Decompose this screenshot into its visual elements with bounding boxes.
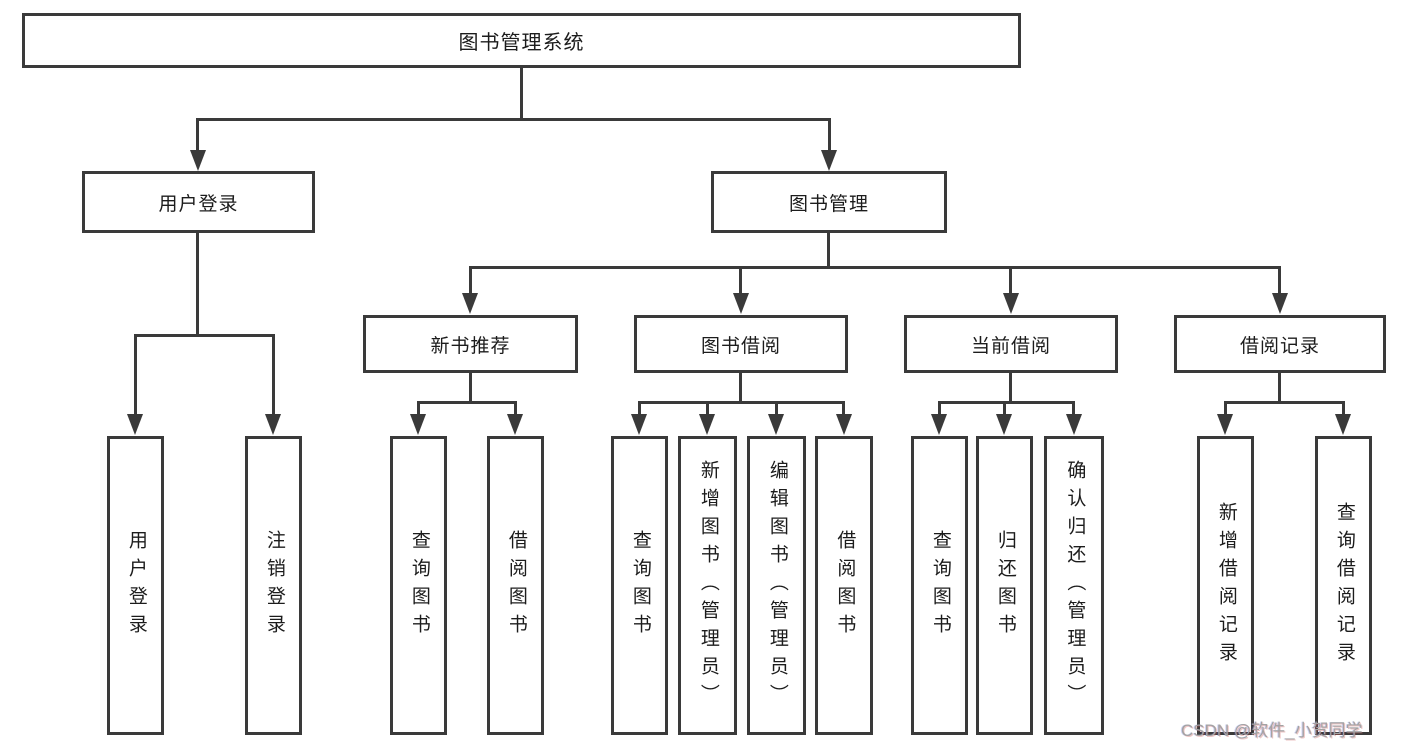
arrowhead bbox=[631, 414, 647, 435]
connector-drop-borrow-records bbox=[1278, 266, 1281, 296]
leaf-confirm-return-admin: 确认归还（管理员） bbox=[1044, 436, 1104, 735]
arrowhead bbox=[507, 414, 523, 435]
connector-groupC-splitter bbox=[938, 401, 1075, 404]
connector-groupB-stem bbox=[739, 373, 742, 404]
connector-groupC-drop2 bbox=[1003, 401, 1006, 415]
leaf-borrow-books-b-label: 借阅图书 bbox=[834, 529, 856, 642]
arrowhead bbox=[996, 414, 1012, 435]
arrowhead bbox=[821, 150, 837, 171]
connector-groupB-splitter bbox=[638, 401, 845, 404]
connector-groupC-drop1 bbox=[938, 401, 941, 415]
leaf-user-login: 用户登录 bbox=[107, 436, 164, 735]
leaf-query-books-a-label: 查询图书 bbox=[408, 529, 430, 642]
leaf-add-borrow-record: 新增借阅记录 bbox=[1197, 436, 1254, 735]
node-current-borrow: 当前借阅 bbox=[904, 315, 1118, 373]
arrowhead bbox=[127, 414, 143, 435]
connector-drop-leaf-user-login bbox=[134, 334, 137, 416]
arrowhead bbox=[462, 293, 478, 314]
arrowhead bbox=[1066, 414, 1082, 435]
connector-groupA-drop2 bbox=[514, 401, 517, 415]
node-book-borrow: 图书借阅 bbox=[634, 315, 848, 373]
leaf-borrow-books-a-label: 借阅图书 bbox=[505, 529, 527, 642]
leaf-edit-book-admin: 编辑图书（管理员） bbox=[747, 436, 806, 735]
node-book-management-label: 图书管理 bbox=[788, 193, 869, 215]
node-book-management: 图书管理 bbox=[711, 171, 947, 233]
leaf-user-login-label: 用户登录 bbox=[125, 529, 147, 642]
node-new-book-recommend: 新书推荐 bbox=[363, 315, 578, 373]
arrowhead bbox=[836, 414, 852, 435]
leaf-confirm-return-admin-label: 确认归还（管理员） bbox=[1064, 459, 1086, 712]
arrowhead bbox=[733, 293, 749, 314]
leaf-return-book-label: 归还图书 bbox=[994, 529, 1016, 642]
connector-groupD-drop2 bbox=[1342, 401, 1345, 415]
arrowhead bbox=[931, 414, 947, 435]
connector-groupD-drop1 bbox=[1224, 401, 1227, 415]
leaf-query-books-a: 查询图书 bbox=[390, 436, 447, 735]
leaf-query-books-c: 查询图书 bbox=[911, 436, 968, 735]
arrowhead bbox=[1272, 293, 1288, 314]
connector-management-stem bbox=[827, 233, 830, 269]
node-user-login-label: 用户登录 bbox=[158, 193, 239, 215]
arrowhead bbox=[1217, 414, 1233, 435]
connector-groupB-drop2 bbox=[706, 401, 709, 415]
leaf-query-books-c-label: 查询图书 bbox=[929, 529, 951, 642]
connector-groupB-drop4 bbox=[842, 401, 845, 415]
watermark: CSDN @软件_小贺同学 bbox=[1181, 721, 1363, 740]
leaf-borrow-books-a: 借阅图书 bbox=[487, 436, 544, 735]
arrowhead bbox=[768, 414, 784, 435]
arrowhead bbox=[265, 414, 281, 435]
connector-drop-current-borrow bbox=[1009, 266, 1012, 296]
arrowhead bbox=[410, 414, 426, 435]
node-root-label: 图书管理系统 bbox=[458, 32, 585, 54]
connector-groupA-stem bbox=[469, 373, 472, 404]
node-root: 图书管理系统 bbox=[22, 13, 1021, 68]
node-current-borrow-label: 当前借阅 bbox=[970, 335, 1051, 357]
leaf-add-book-admin-label: 新增图书（管理员） bbox=[697, 459, 719, 712]
leaf-query-borrow-record-label: 查询借阅记录 bbox=[1333, 501, 1355, 670]
connector-groupA-splitter bbox=[417, 401, 517, 404]
connector-drop-management bbox=[828, 118, 831, 152]
leaf-query-books-b-label: 查询图书 bbox=[629, 529, 651, 642]
leaf-add-borrow-record-label: 新增借阅记录 bbox=[1215, 501, 1237, 670]
leaf-query-borrow-record: 查询借阅记录 bbox=[1315, 436, 1372, 735]
connector-drop-leaf-logout bbox=[272, 334, 275, 416]
connector-drop-new-book bbox=[469, 266, 472, 296]
connector-login-stem bbox=[196, 233, 199, 337]
connector-drop-book-borrow bbox=[739, 266, 742, 296]
node-borrow-records: 借阅记录 bbox=[1174, 315, 1386, 373]
leaf-return-book: 归还图书 bbox=[976, 436, 1033, 735]
connector-groupB-drop1 bbox=[638, 401, 641, 415]
arrowhead bbox=[699, 414, 715, 435]
node-book-borrow-label: 图书借阅 bbox=[700, 335, 781, 357]
leaf-edit-book-admin-label: 编辑图书（管理员） bbox=[766, 459, 788, 712]
connector-groupD-splitter bbox=[1224, 401, 1345, 404]
leaf-logout: 注销登录 bbox=[245, 436, 302, 735]
leaf-borrow-books-b: 借阅图书 bbox=[815, 436, 873, 735]
connector-login-splitter bbox=[134, 334, 274, 337]
arrowhead bbox=[190, 150, 206, 171]
connector-level3-splitter bbox=[469, 266, 1281, 269]
leaf-query-books-b: 查询图书 bbox=[611, 436, 668, 735]
connector-groupC-stem bbox=[1009, 373, 1012, 404]
leaf-add-book-admin: 新增图书（管理员） bbox=[678, 436, 737, 735]
node-borrow-records-label: 借阅记录 bbox=[1239, 335, 1320, 357]
connector-root-stem bbox=[520, 68, 523, 120]
arrowhead bbox=[1003, 293, 1019, 314]
leaf-logout-label: 注销登录 bbox=[263, 529, 285, 642]
connector-groupD-stem bbox=[1278, 373, 1281, 404]
connector-level2-splitter bbox=[196, 118, 831, 121]
arrowhead bbox=[1335, 414, 1351, 435]
node-user-login: 用户登录 bbox=[82, 171, 315, 233]
connector-groupC-drop3 bbox=[1072, 401, 1075, 415]
connector-groupB-drop3 bbox=[775, 401, 778, 415]
node-new-book-recommend-label: 新书推荐 bbox=[430, 335, 511, 357]
connector-drop-login bbox=[196, 118, 199, 152]
connector-groupA-drop1 bbox=[417, 401, 420, 415]
